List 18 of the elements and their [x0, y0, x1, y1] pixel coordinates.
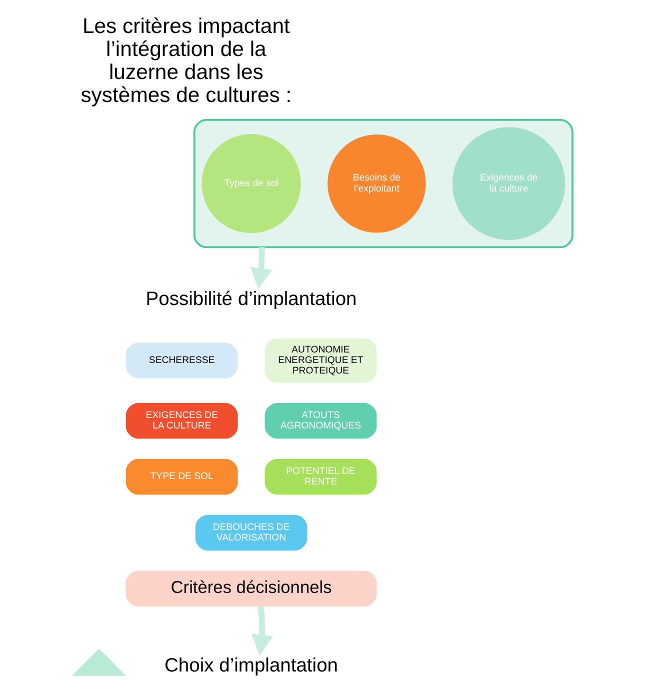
diagram-title: Les critères impactant l’intégration de la luzerne dans les systèmes de cultures : [80, 14, 292, 108]
arrow [251, 606, 273, 656]
cluster [193, 118, 574, 248]
node-triangle [72, 648, 126, 676]
node-text: Choix d’implantation [164, 656, 338, 677]
node-box: SECHERESSE [126, 342, 238, 378]
node-circle: Exigences de la culture [452, 127, 566, 240]
node-box: EXIGENCES DE LA CULTURE [126, 402, 238, 439]
node-box: TYPE DE SOL [126, 458, 238, 495]
arrow [250, 247, 272, 289]
node-text: Possibilité d’implantation [146, 289, 357, 310]
node-box: AUTONOMIE ENERGETIQUE ET PROTEIQUE [264, 338, 377, 383]
node-box: ATOUTS AGRONOMIQUES [264, 402, 377, 439]
node-circle: Types de sol [202, 134, 301, 234]
node-box: Critères décisionnels [126, 570, 377, 606]
node-circle: Besoins de l’exploitant [328, 134, 426, 233]
node-box: POTENTIEL DE RENTE [264, 458, 377, 495]
node-box: DEBOUCHES DE VALORISATION [195, 514, 308, 551]
